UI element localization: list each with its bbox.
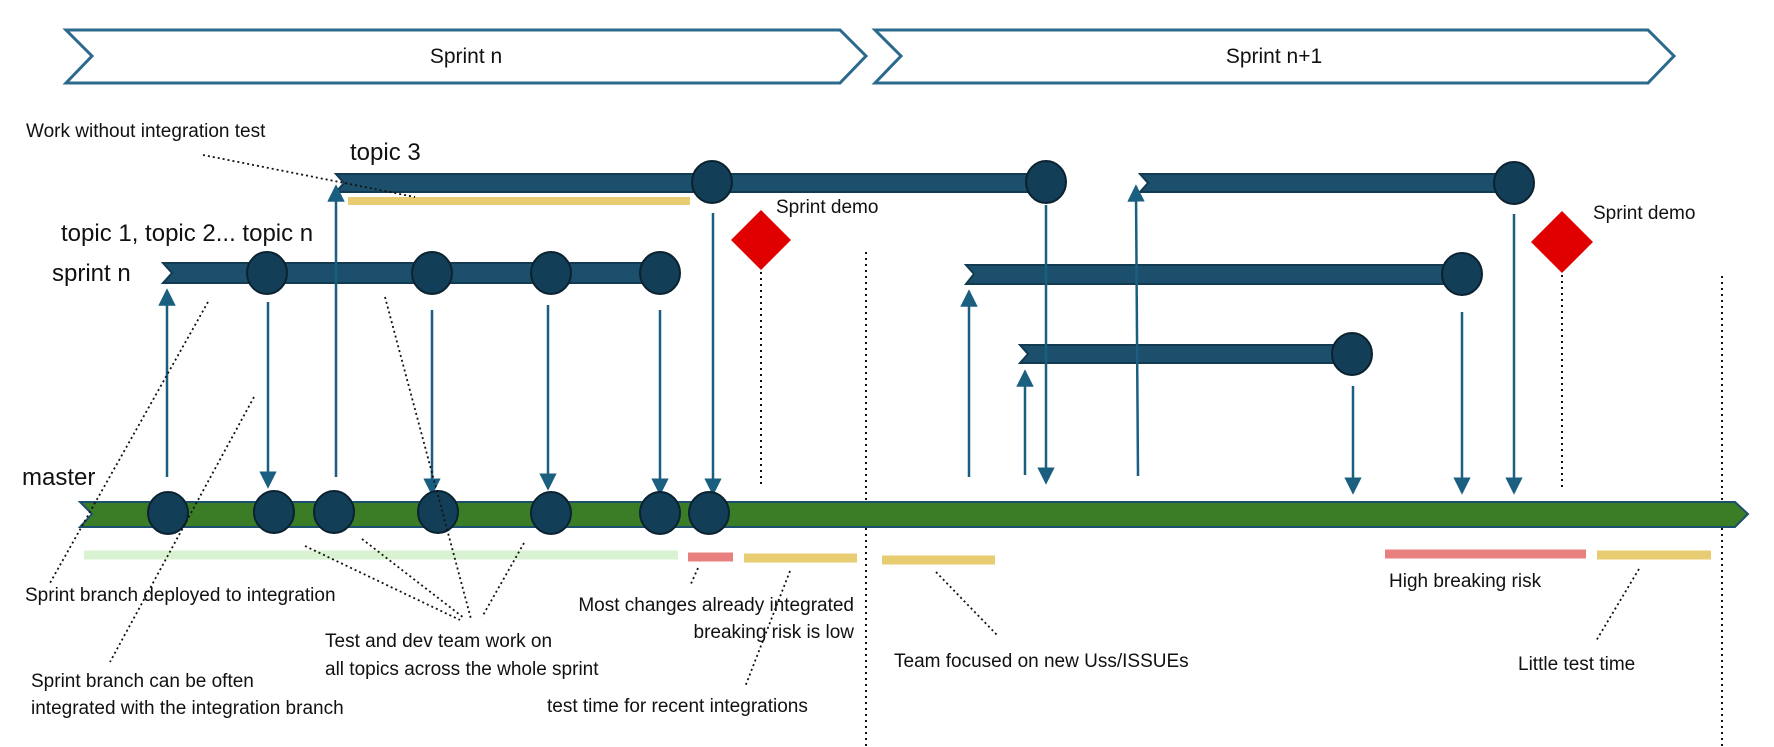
commit-node (1025, 160, 1067, 204)
sprint-demo-diamond (731, 210, 791, 270)
annotation-team-focused: Team focused on new Uss/ISSUEs (894, 651, 1189, 672)
annotation-sprint-deployed: Sprint branch deployed to integration (25, 585, 336, 606)
sprint-banner-2-label: Sprint n+1 (1226, 45, 1322, 68)
commit-node (411, 251, 453, 295)
annotation-test-dev-line2: all topics across the whole sprint (325, 659, 599, 680)
annotation-high-risk: High breaking risk (1389, 571, 1542, 592)
master-branch (77, 501, 1750, 528)
master-label: master (22, 464, 95, 491)
commit-node (313, 490, 355, 534)
sprint-banner-1-label: Sprint n (430, 45, 502, 68)
commit-node (1493, 161, 1535, 205)
commit-node (639, 491, 681, 535)
sprint-n1-short-branch (1017, 344, 1346, 364)
commit-nodes (147, 160, 1535, 535)
annotation-most-changes-line2: breaking risk is low (694, 622, 855, 643)
commit-node (147, 491, 189, 535)
sprint-n1-topic-branch (1137, 173, 1506, 193)
sprint-n-label: sprint n (52, 260, 131, 287)
sprint-demo-label: Sprint demo (1593, 203, 1695, 224)
commit-node (417, 490, 459, 534)
commit-node (1441, 252, 1483, 296)
annotation-most-changes-line1: Most changes already integrated (578, 595, 854, 616)
topic-3-branch (333, 173, 1041, 193)
commit-node (691, 160, 733, 204)
merge-arrows (158, 184, 1523, 496)
annotation-work-without-test: Work without integration test (26, 121, 266, 142)
arrow-master-to-n1-topic (1127, 184, 1145, 477)
commit-node (639, 251, 681, 295)
annotation-sprint-often-line2: integrated with the integration branch (31, 698, 344, 719)
sprint-banner-1: Sprint n (62, 28, 869, 85)
callout-lines (49, 154, 1640, 688)
sprint-demo-diamond (1531, 211, 1593, 273)
annotation-test-dev-line1: Test and dev team work on (325, 631, 552, 652)
topic-3-label: topic 3 (350, 139, 421, 166)
annotation-little-test: Little test time (1518, 654, 1635, 675)
topics-label: topic 1, topic 2... topic n (61, 220, 313, 247)
annotation-test-time-recent: test time for recent integrations (547, 696, 808, 717)
commit-node (246, 251, 288, 295)
sprint-n1-branch (963, 264, 1456, 285)
commit-node (253, 490, 295, 534)
commit-node (530, 491, 572, 535)
sprint-demo-label: Sprint demo (776, 197, 878, 218)
annotation-sprint-often-line1: Sprint branch can be often (31, 671, 254, 692)
sprint-banner-2: Sprint n+1 (871, 28, 1677, 85)
commit-node (1331, 332, 1373, 376)
commit-node (688, 491, 730, 535)
commit-node (530, 251, 572, 295)
